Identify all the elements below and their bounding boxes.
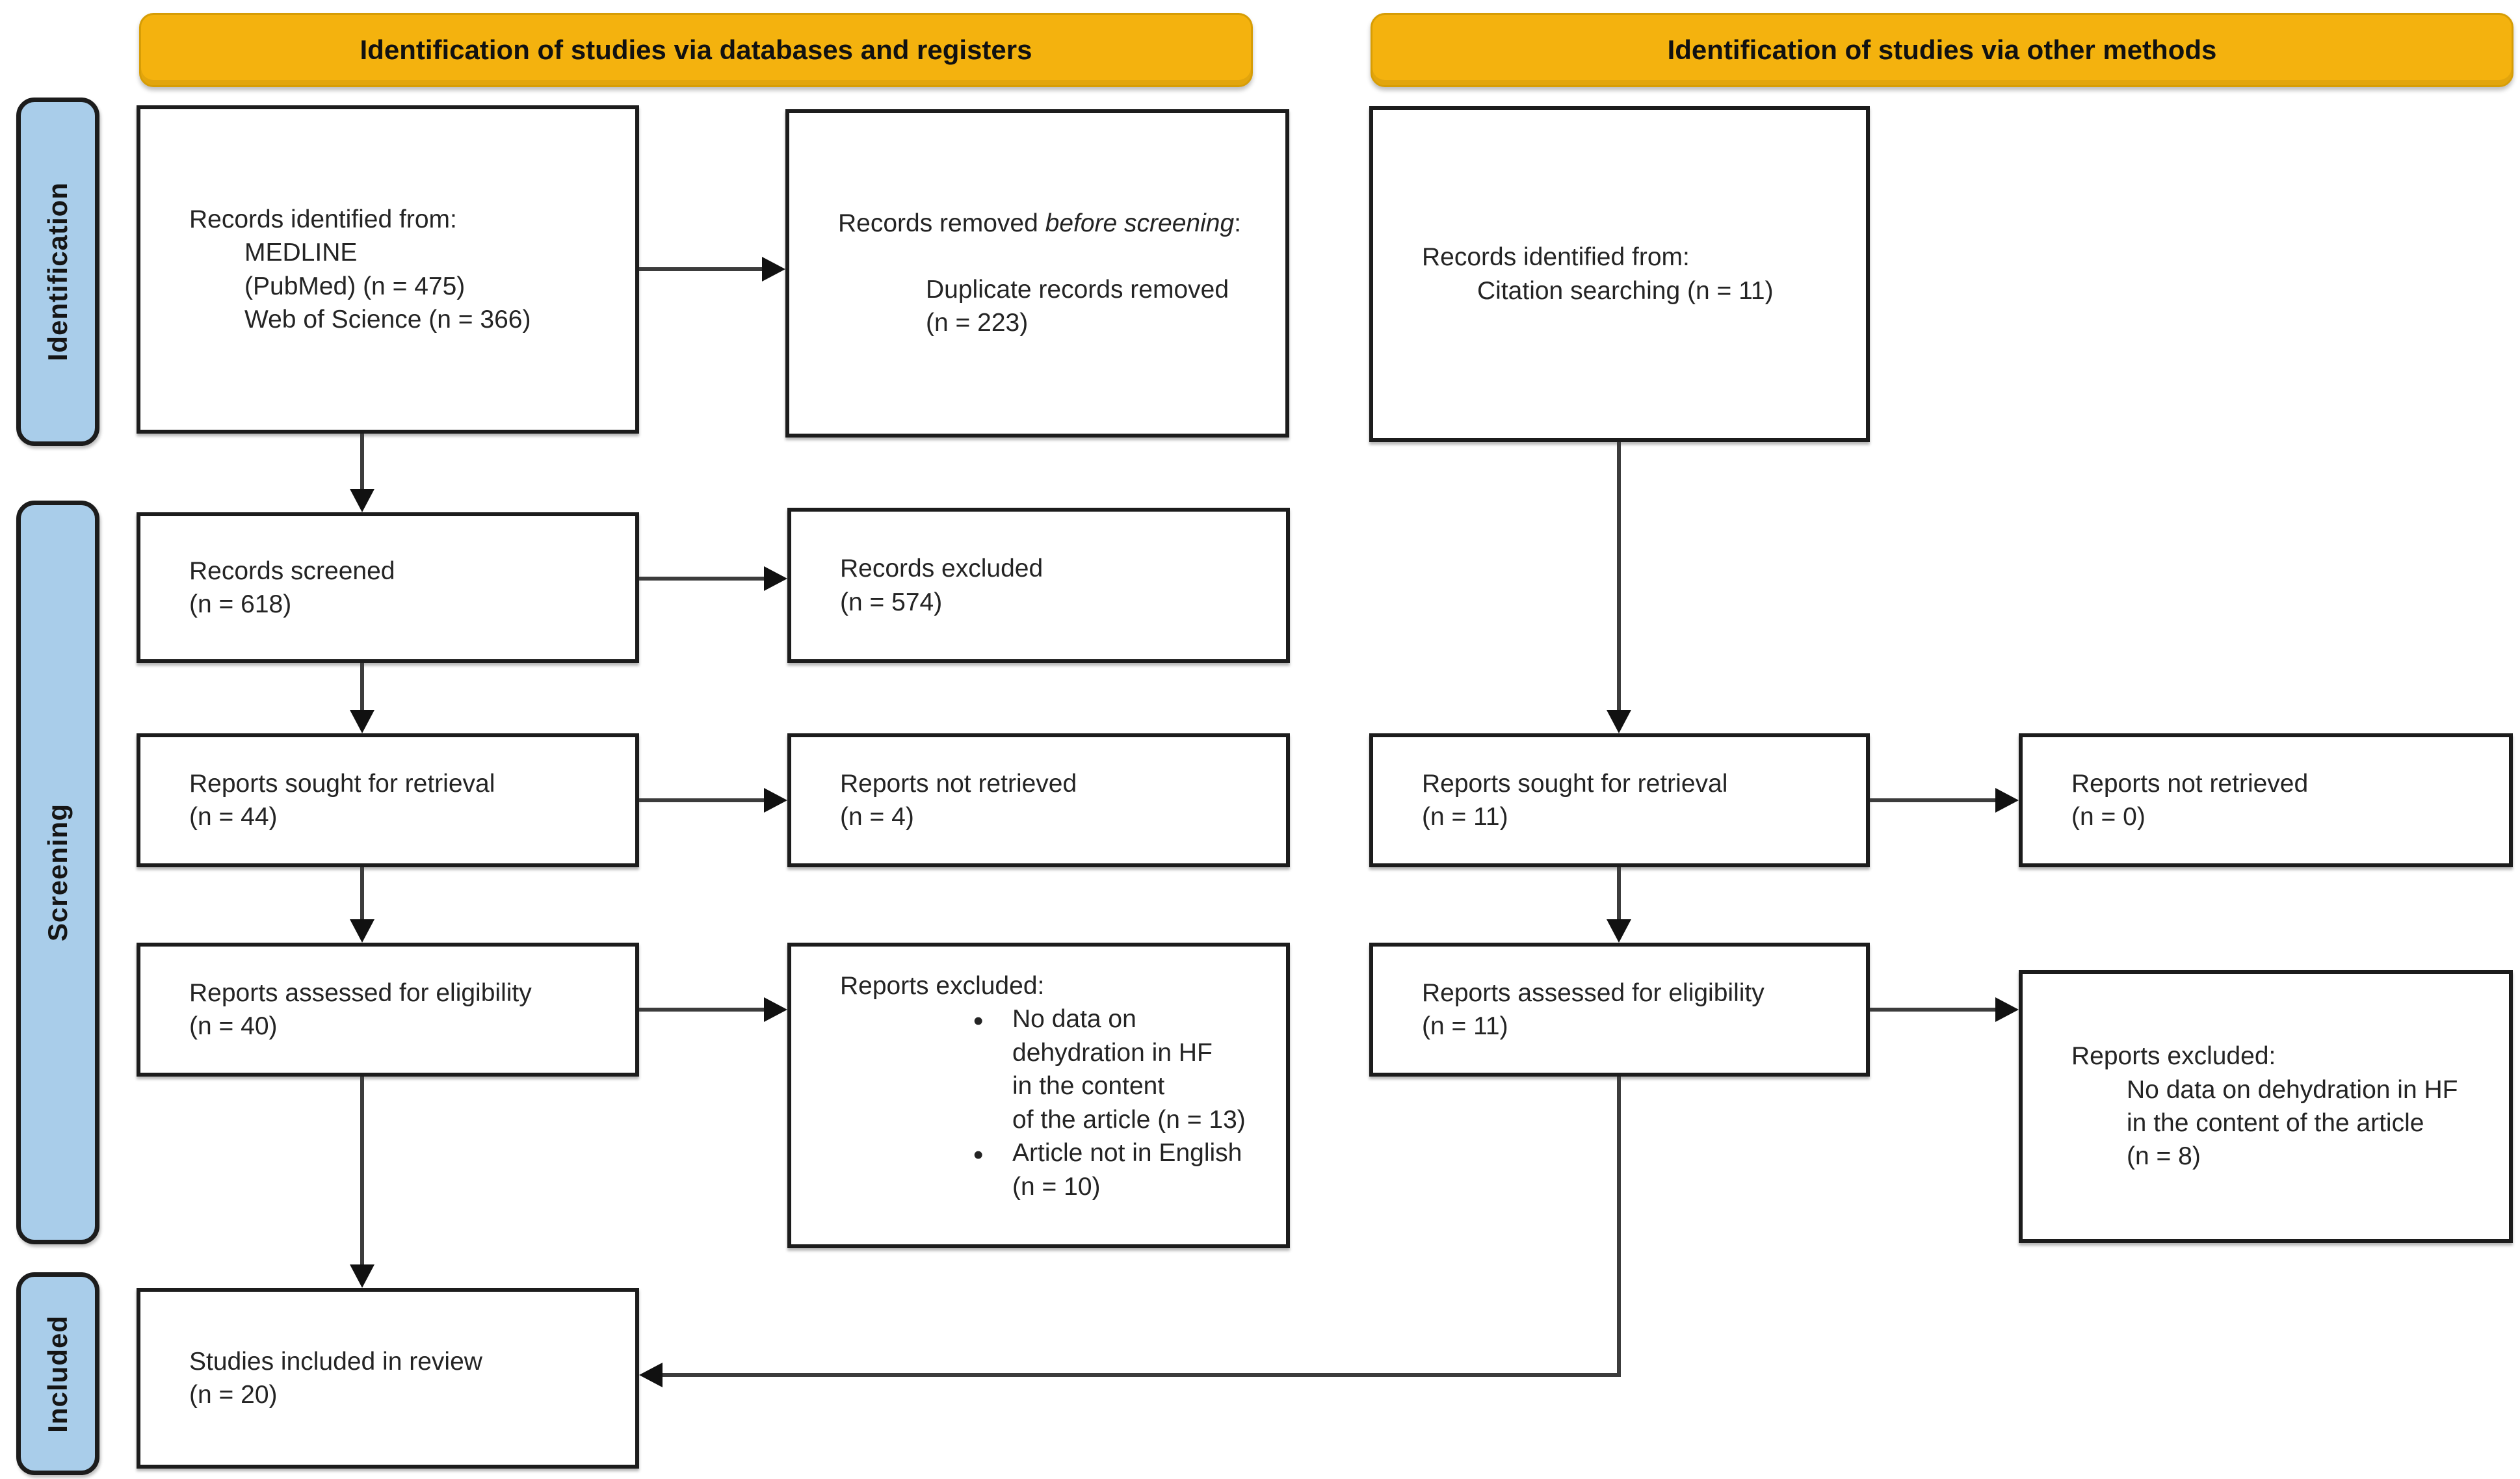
box-count: (n = 0)	[2071, 803, 2146, 831]
stage-label-identification: Identification	[42, 182, 73, 361]
box-count: (n = 223)	[926, 309, 1029, 337]
box-records-removed-before-screening: Records removed before screening: Duplic…	[785, 109, 1289, 438]
box-label: Records screened	[189, 556, 395, 585]
box-line: (PubMed) (n = 475)	[244, 272, 466, 300]
arrowhead-right-icon	[764, 997, 787, 1022]
box-count: (n = 618)	[189, 590, 292, 618]
arrowhead-left-icon	[639, 1363, 663, 1387]
exclusion-reason: No data on dehydration in HF in the cont…	[973, 1002, 1267, 1136]
box-reports-not-retrieved-other: Reports not retrieved (n = 0)	[2019, 733, 2513, 867]
banner-databases-registers: Identification of studies via databases …	[139, 13, 1253, 87]
connector-screened-to-sought	[360, 663, 364, 712]
title-suffix: :	[1234, 209, 1242, 238]
connector-identified-to-screened	[360, 434, 364, 491]
title-italic: before screening	[1045, 209, 1235, 238]
arrowhead-right-icon	[762, 257, 785, 281]
arrowhead-down-icon	[350, 710, 374, 733]
connector-identified-to-removed	[639, 267, 764, 271]
box-label: Reports not retrieved	[840, 769, 1077, 798]
box-count: (n = 4)	[840, 803, 914, 831]
box-records-excluded: Records excluded (n = 574)	[787, 508, 1290, 663]
box-title: Records removed before screening:	[838, 207, 1266, 240]
arrowhead-down-icon	[350, 489, 374, 512]
banner-other-methods: Identification of studies via other meth…	[1371, 13, 2513, 87]
box-line: MEDLINE	[244, 239, 358, 267]
box-reports-assessed-databases: Reports assessed for eligibility (n = 40…	[137, 943, 639, 1077]
box-line: Citation searching (n = 11)	[1477, 276, 1774, 305]
spacer	[838, 241, 1266, 273]
arrowhead-right-icon	[1995, 997, 2019, 1022]
box-count: (n = 574)	[840, 588, 943, 616]
box-reports-sought-databases: Reports sought for retrieval (n = 44)	[137, 733, 639, 867]
box-count: (n = 11)	[1422, 803, 1508, 831]
box-reports-not-retrieved-databases: Reports not retrieved (n = 4)	[787, 733, 1290, 867]
box-line: Duplicate records removed	[926, 275, 1229, 304]
connector-sought-to-assessed-other	[1617, 867, 1621, 921]
connector-assessed-to-excluded-other	[1870, 1008, 1995, 1012]
reason-line: in the content	[1012, 1072, 1165, 1101]
box-records-identified-other: Records identified from: Citation search…	[1369, 106, 1870, 442]
reason-line: in the content of the article	[2127, 1109, 2424, 1137]
box-reports-assessed-other: Reports assessed for eligibility (n = 11…	[1369, 943, 1870, 1077]
box-label: Reports assessed for eligibility	[1422, 978, 1765, 1007]
exclusion-reasons-list: No data on dehydration in HF in the cont…	[840, 1002, 1267, 1203]
connector-assessed-to-included	[360, 1077, 364, 1266]
box-count: (n = 40)	[189, 1012, 278, 1040]
reason-line: of the article (n = 13)	[1012, 1105, 1246, 1134]
connector-assessedother-down-segment	[1617, 1077, 1621, 1377]
reason-line: No data on	[1012, 1005, 1136, 1034]
box-label: Reports sought for retrieval	[1422, 769, 1728, 798]
box-records-screened: Records screened (n = 618)	[137, 512, 639, 663]
connector-screened-to-excluded	[639, 577, 764, 581]
box-count: (n = 11)	[1422, 1012, 1508, 1040]
connector-sought-to-notretrieved-db	[639, 798, 764, 802]
box-label: Reports assessed for eligibility	[189, 978, 532, 1007]
reason-line: No data on dehydration in HF	[2127, 1075, 2458, 1104]
arrowhead-down-icon	[350, 919, 374, 943]
stage-label-included: Included	[42, 1315, 73, 1433]
box-count: (n = 20)	[189, 1381, 278, 1409]
arrowhead-down-icon	[350, 1264, 374, 1288]
connector-sought-to-notretrieved-other	[1870, 798, 1995, 802]
box-title: Reports excluded:	[840, 972, 1045, 1000]
connector-otheridentified-to-sought	[1617, 442, 1621, 712]
arrowhead-down-icon	[1607, 710, 1631, 733]
box-records-identified-databases: Records identified from: MEDLINE (PubMed…	[137, 105, 639, 434]
reason-line: (n = 10)	[1012, 1172, 1101, 1201]
reason-line: dehydration in HF	[1012, 1038, 1213, 1067]
arrowhead-right-icon	[764, 788, 787, 813]
stage-label-screening: Screening	[42, 803, 73, 942]
arrowhead-right-icon	[764, 566, 787, 591]
box-label: Studies included in review	[189, 1347, 482, 1376]
box-label: Reports not retrieved	[2071, 769, 2309, 798]
box-reports-excluded-databases: Reports excluded: No data on dehydration…	[787, 943, 1290, 1248]
box-label: Reports sought for retrieval	[189, 769, 495, 798]
box-title: Records identified from:	[1422, 243, 1690, 272]
stage-tab-identification: Identification	[16, 98, 99, 446]
banner-other-methods-label: Identification of studies via other meth…	[1667, 34, 2217, 65]
reason-line: Article not in English	[1012, 1139, 1242, 1168]
box-reports-sought-other: Reports sought for retrieval (n = 11)	[1369, 733, 1870, 867]
box-count: (n = 44)	[189, 803, 278, 831]
reason-line: (n = 8)	[2127, 1142, 2201, 1171]
title-prefix: Records removed	[838, 209, 1045, 238]
stage-tab-included: Included	[16, 1272, 99, 1475]
box-studies-included: Studies included in review (n = 20)	[137, 1288, 639, 1469]
arrowhead-down-icon	[1607, 919, 1631, 943]
banner-databases-registers-label: Identification of studies via databases …	[360, 34, 1032, 65]
box-reports-excluded-other: Reports excluded: No data on dehydration…	[2019, 970, 2513, 1243]
connector-assessedother-left-segment	[663, 1373, 1621, 1377]
connector-sought-to-assessed-db	[360, 867, 364, 921]
stage-tab-screening: Screening	[16, 501, 99, 1244]
box-line: Web of Science (n = 366)	[244, 305, 531, 334]
box-title: Records identified from:	[189, 205, 457, 233]
box-title: Reports excluded:	[2071, 1042, 2276, 1071]
arrowhead-right-icon	[1995, 788, 2019, 813]
connector-assessed-to-excluded-db	[639, 1008, 764, 1012]
exclusion-reason: Article not in English (n = 10)	[973, 1136, 1267, 1203]
box-label: Records excluded	[840, 555, 1043, 583]
